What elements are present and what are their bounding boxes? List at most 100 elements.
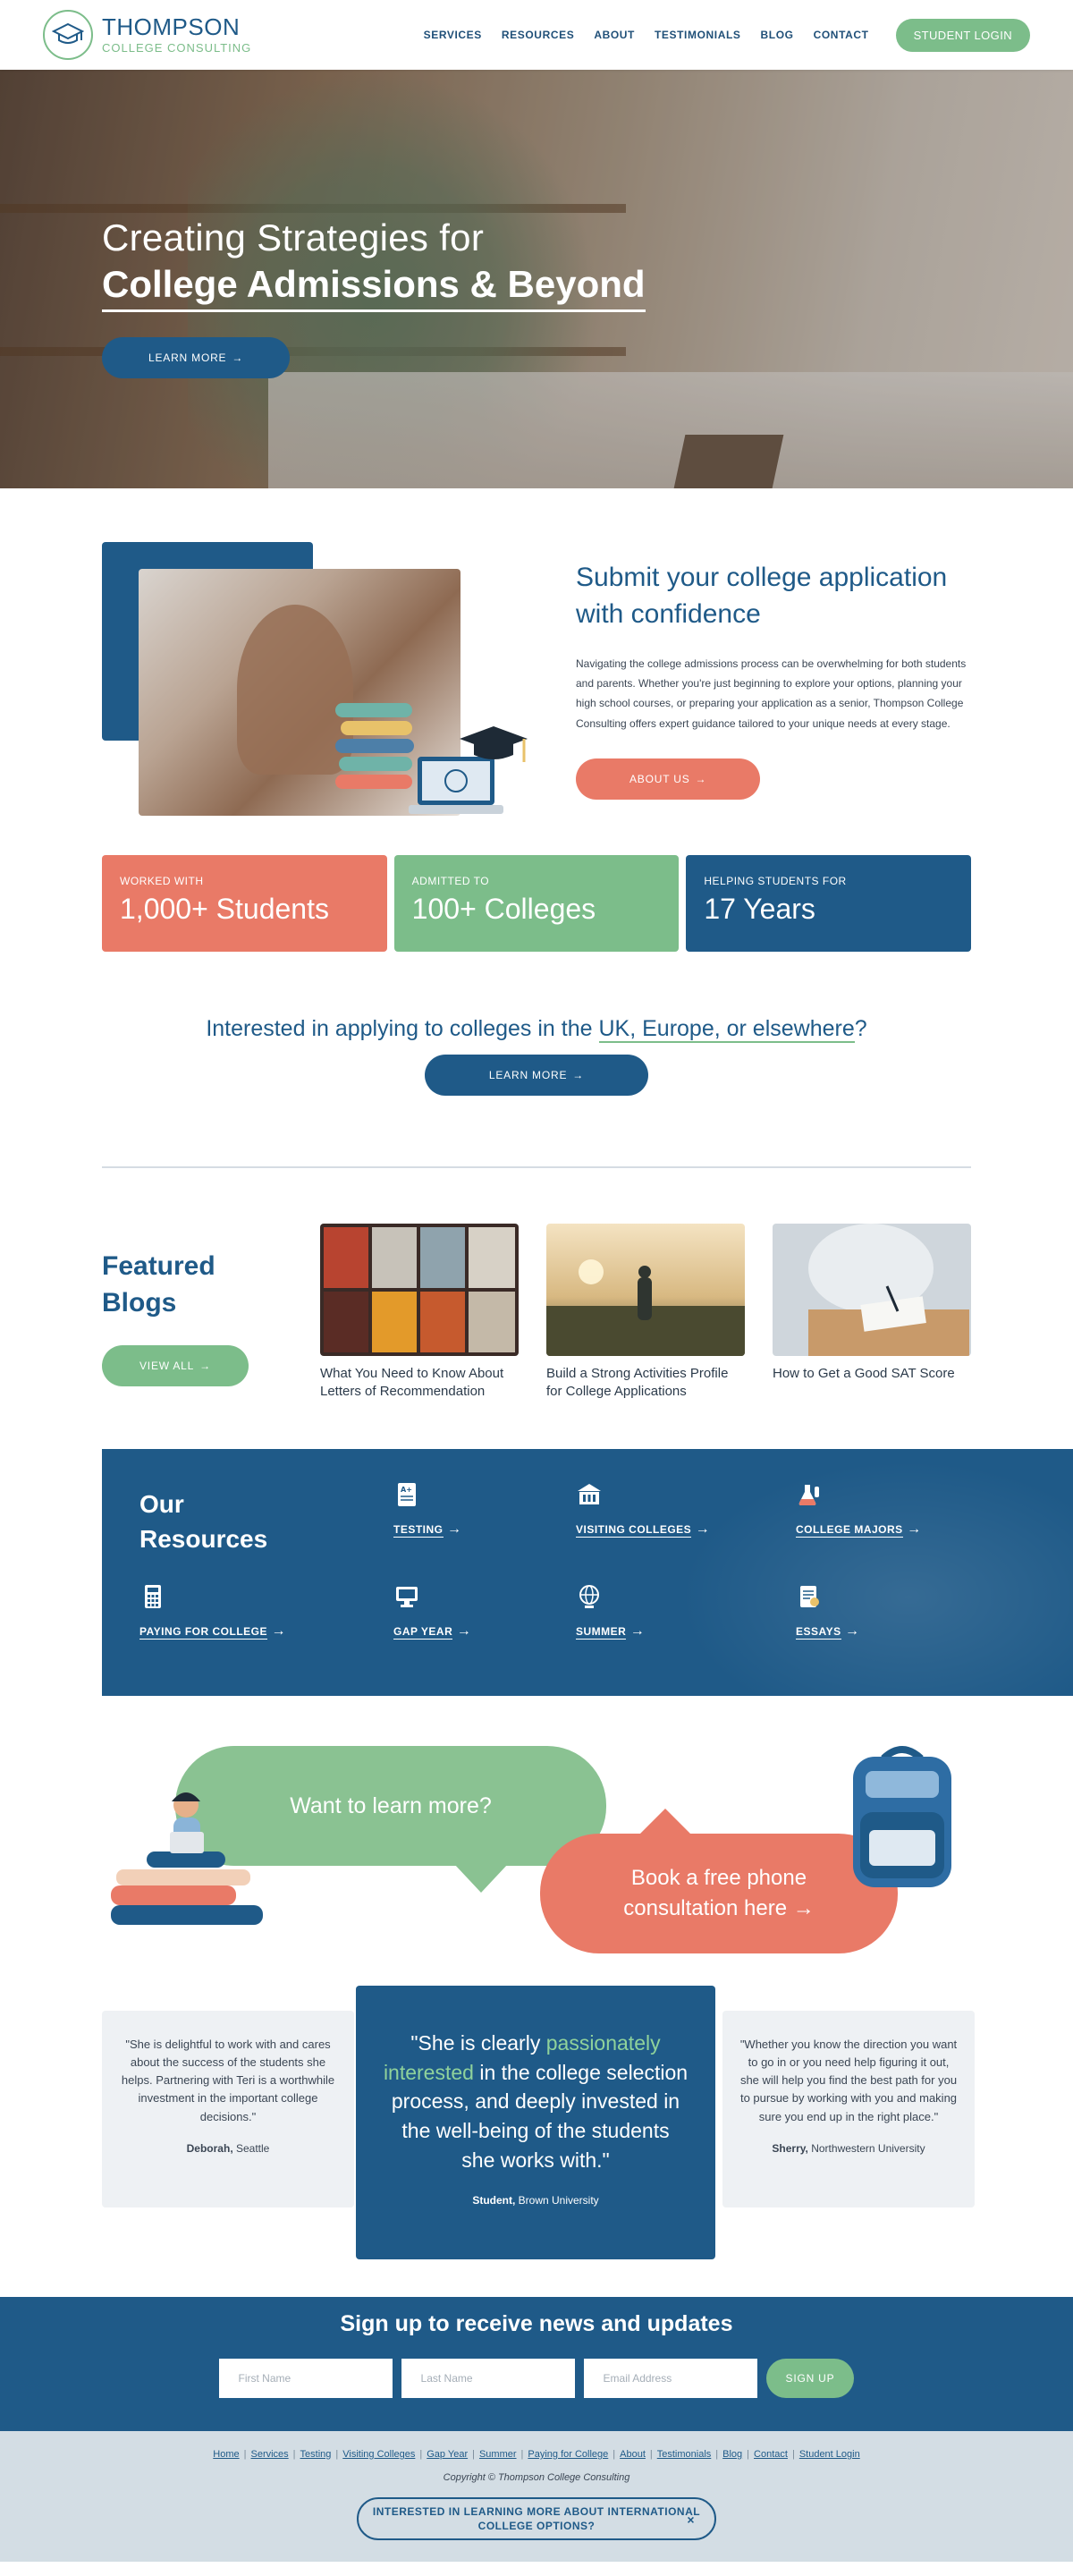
resource-label: ESSAYS	[796, 1625, 841, 1640]
resource-essays[interactable]: ESSAYS →	[796, 1583, 859, 1640]
book-consultation-button[interactable]: Book a free phone consultation here →	[540, 1834, 898, 1953]
blog-image-field	[546, 1224, 745, 1356]
footer-link-testing[interactable]: Testing	[300, 2449, 332, 2460]
testimonial-author: Sherry, Northwestern University	[739, 2142, 959, 2155]
student-figure	[237, 605, 353, 775]
hero-learn-more-label: LEARN MORE	[148, 352, 227, 364]
calculator-icon	[145, 1585, 161, 1608]
resources-section: Our Resources A+ TESTING → VISITING COLL…	[102, 1449, 1073, 1696]
arrow-right-icon: →	[572, 1069, 585, 1081]
footer-link-home[interactable]: Home	[213, 2449, 240, 2460]
nav-resources[interactable]: RESOURCES	[501, 29, 575, 41]
student-login-button[interactable]: STUDENT LOGIN	[895, 18, 1030, 52]
arrow-right-icon: →	[845, 1623, 860, 1639]
hero-learn-more-button[interactable]: LEARN MORE →	[102, 337, 291, 378]
international-options-button[interactable]: INTERESTED IN LEARNING MORE ABOUT INTERN…	[357, 2497, 716, 2540]
resource-gap-year[interactable]: GAP YEAR →	[393, 1583, 471, 1640]
resource-paying-for-college[interactable]: PAYING FOR COLLEGE →	[139, 1583, 285, 1640]
blog-card[interactable]: How to Get a Good SAT Score	[773, 1224, 971, 1383]
footer-link-visiting-colleges[interactable]: Visiting Colleges	[342, 2449, 416, 2460]
featured-blogs-heading-line1: Featured	[102, 1251, 215, 1281]
arrow-right-icon: →	[695, 1521, 710, 1537]
testimonial-author: Student, Brown University	[383, 2194, 689, 2207]
consultation-cta-section: Want to learn more? Book a free phone co…	[0, 1696, 1073, 1986]
nav-services[interactable]: SERVICES	[423, 29, 482, 41]
testimonial-quote: "She is clearly passionately interested …	[383, 2029, 689, 2174]
nav-contact[interactable]: CONTACT	[813, 29, 869, 41]
stat-students: WORKED WITH 1,000+ Students	[102, 855, 387, 952]
resource-college-majors[interactable]: COLLEGE MAJORS →	[796, 1481, 921, 1538]
footer-link-blog[interactable]: Blog	[722, 2449, 743, 2460]
college-building-icon	[578, 1484, 601, 1504]
nav-testimonials[interactable]: TESTIMONIALS	[654, 29, 741, 41]
footer-link-summer[interactable]: Summer	[478, 2449, 517, 2460]
last-name-input[interactable]	[401, 2359, 575, 2398]
close-icon[interactable]: ×	[687, 2512, 695, 2527]
arrow-right-icon: →	[456, 1623, 471, 1639]
stat-value: 17 Years	[704, 893, 815, 925]
international-learn-more-button[interactable]: LEARN MORE →	[424, 1055, 649, 1096]
footer-links: Home| Services| Testing| Visiting Colleg…	[0, 2449, 1073, 2460]
newsletter-form: SIGN UP	[0, 2359, 1073, 2398]
resource-label: COLLEGE MAJORS	[796, 1523, 903, 1538]
hero-heading-line1: Creating Strategies for	[102, 216, 485, 258]
blog-card[interactable]: What You Need to Know About Letters of R…	[320, 1224, 519, 1402]
quote-highlight: passionately interested	[383, 2031, 661, 2084]
arrow-right-icon: →	[629, 1623, 645, 1639]
footer-link-gap-year[interactable]: Gap Year	[427, 2449, 469, 2460]
testimonial-quote: "Whether you know the direction you want…	[739, 2038, 958, 2123]
quote-before: "She is clearly	[410, 2031, 546, 2055]
speech-bubble-tail	[454, 1864, 508, 1893]
resource-visiting-colleges[interactable]: VISITING COLLEGES →	[576, 1481, 710, 1538]
backpack-icon	[853, 1746, 951, 1887]
footer-link-student-login[interactable]: Student Login	[798, 2449, 860, 2460]
author-name: Deborah,	[186, 2141, 233, 2155]
blog-card[interactable]: Build a Strong Activities Profile for Co…	[546, 1224, 745, 1402]
footer-link-contact[interactable]: Contact	[754, 2449, 788, 2460]
graduation-cap-icon	[43, 10, 93, 60]
first-name-input[interactable]	[218, 2359, 393, 2398]
resources-background-image	[662, 1449, 1073, 1696]
hero-overlay	[0, 70, 1073, 488]
nav-about[interactable]: ABOUT	[594, 29, 635, 41]
footer-link-about[interactable]: About	[620, 2449, 646, 2460]
hero-heading-line2: College Admissions & Beyond	[102, 263, 646, 312]
blog-title: Build a Strong Activities Profile for Co…	[546, 1366, 729, 1400]
author-place: Brown University	[518, 2194, 599, 2207]
author-place: Northwestern University	[811, 2141, 925, 2155]
resource-label: PAYING FOR COLLEGE	[139, 1625, 268, 1640]
resource-label: VISITING COLLEGES	[576, 1523, 692, 1538]
blog-image-lockers	[320, 1224, 519, 1356]
featured-blogs-heading-line2: Blogs	[102, 1287, 177, 1318]
author-place: Seattle	[236, 2141, 270, 2155]
sign-up-button[interactable]: SIGN UP	[765, 2359, 855, 2398]
logo[interactable]: THOMPSON COLLEGE CONSULTING	[43, 10, 251, 60]
view-all-blogs-button[interactable]: VIEW ALL →	[102, 1345, 249, 1386]
quote-after: in the college selection process, and de…	[391, 2060, 689, 2172]
svg-text:A+: A+	[401, 1486, 412, 1494]
author-name: Sherry,	[772, 2141, 808, 2155]
author-name: Student,	[472, 2194, 516, 2207]
footer-link-services[interactable]: Services	[250, 2449, 289, 2460]
resources-heading-line1: Our	[139, 1490, 184, 1518]
blog-title: What You Need to Know About Letters of R…	[320, 1366, 504, 1400]
learn-more-text: Want to learn more?	[290, 1792, 492, 1818]
footer-link-paying-for-college[interactable]: Paying for College	[528, 2449, 609, 2460]
submit-section: Submit your college application with con…	[0, 488, 1073, 855]
resource-label: GAP YEAR	[393, 1625, 453, 1640]
about-us-button[interactable]: ABOUT US →	[576, 758, 761, 800]
book-consultation-line2: consultation here	[623, 1896, 788, 1920]
email-input[interactable]	[583, 2359, 757, 2398]
submit-description: Navigating the college admissions proces…	[576, 657, 967, 730]
learn-more-speech-bubble[interactable]: Want to learn more?	[175, 1746, 606, 1866]
resource-summer[interactable]: SUMMER →	[576, 1583, 645, 1640]
essay-pencil-icon	[800, 1586, 819, 1607]
resource-testing[interactable]: A+ TESTING →	[393, 1481, 461, 1538]
arrow-right-icon: →	[695, 772, 707, 785]
arrow-right-icon: →	[446, 1521, 461, 1537]
arrow-right-icon: →	[271, 1623, 286, 1639]
nav-blog[interactable]: BLOG	[760, 29, 794, 41]
stat-colleges: ADMITTED TO 100+ Colleges	[393, 855, 680, 952]
footer-link-testimonials[interactable]: Testimonials	[656, 2449, 712, 2460]
international-learn-more-label: LEARN MORE	[488, 1069, 568, 1081]
